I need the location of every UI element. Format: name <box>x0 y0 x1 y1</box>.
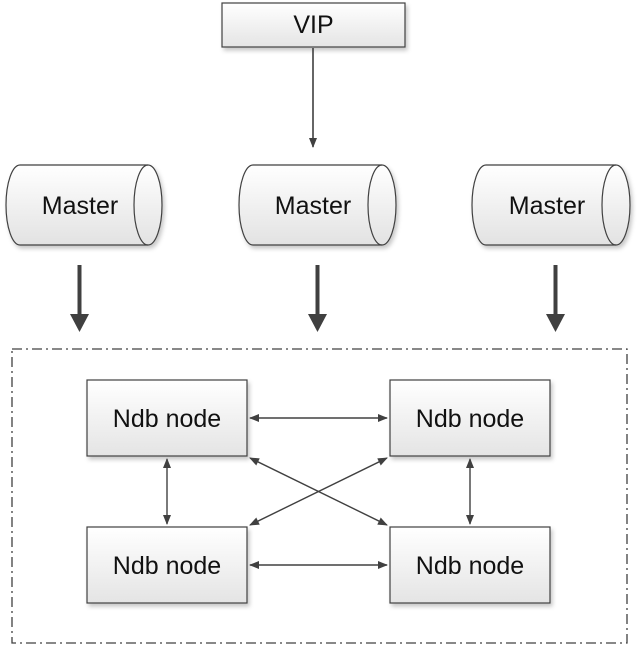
ndb-node-label-1: Ndb node <box>113 405 221 433</box>
ndb-node-top-left: Ndb node <box>86 379 248 457</box>
master-label-1: Master <box>42 192 118 220</box>
master-label-3: Master <box>509 192 585 220</box>
link-diagonal-up <box>249 457 388 526</box>
vip-label: VIP <box>293 11 333 39</box>
ndb-node-label-4: Ndb node <box>416 552 524 580</box>
master-to-cluster-arrow-2 <box>308 265 327 332</box>
ndb-node-top-right: Ndb node <box>389 379 551 457</box>
ndb-node-label-2: Ndb node <box>416 405 524 433</box>
master-node-2: Master <box>238 164 397 246</box>
ndb-node-bottom-right: Ndb node <box>389 526 551 604</box>
master-to-cluster-arrow-1 <box>70 265 89 332</box>
ndb-cluster-boundary <box>11 348 628 644</box>
master-node-1: Master <box>5 164 163 246</box>
master-node-3: Master <box>471 164 631 246</box>
ndb-node-bottom-left: Ndb node <box>86 526 248 604</box>
master-label-2: Master <box>275 192 351 220</box>
master-to-cluster-arrow-3 <box>546 265 565 332</box>
vip-node: VIP <box>221 2 406 48</box>
ndb-node-label-3: Ndb node <box>113 552 221 580</box>
